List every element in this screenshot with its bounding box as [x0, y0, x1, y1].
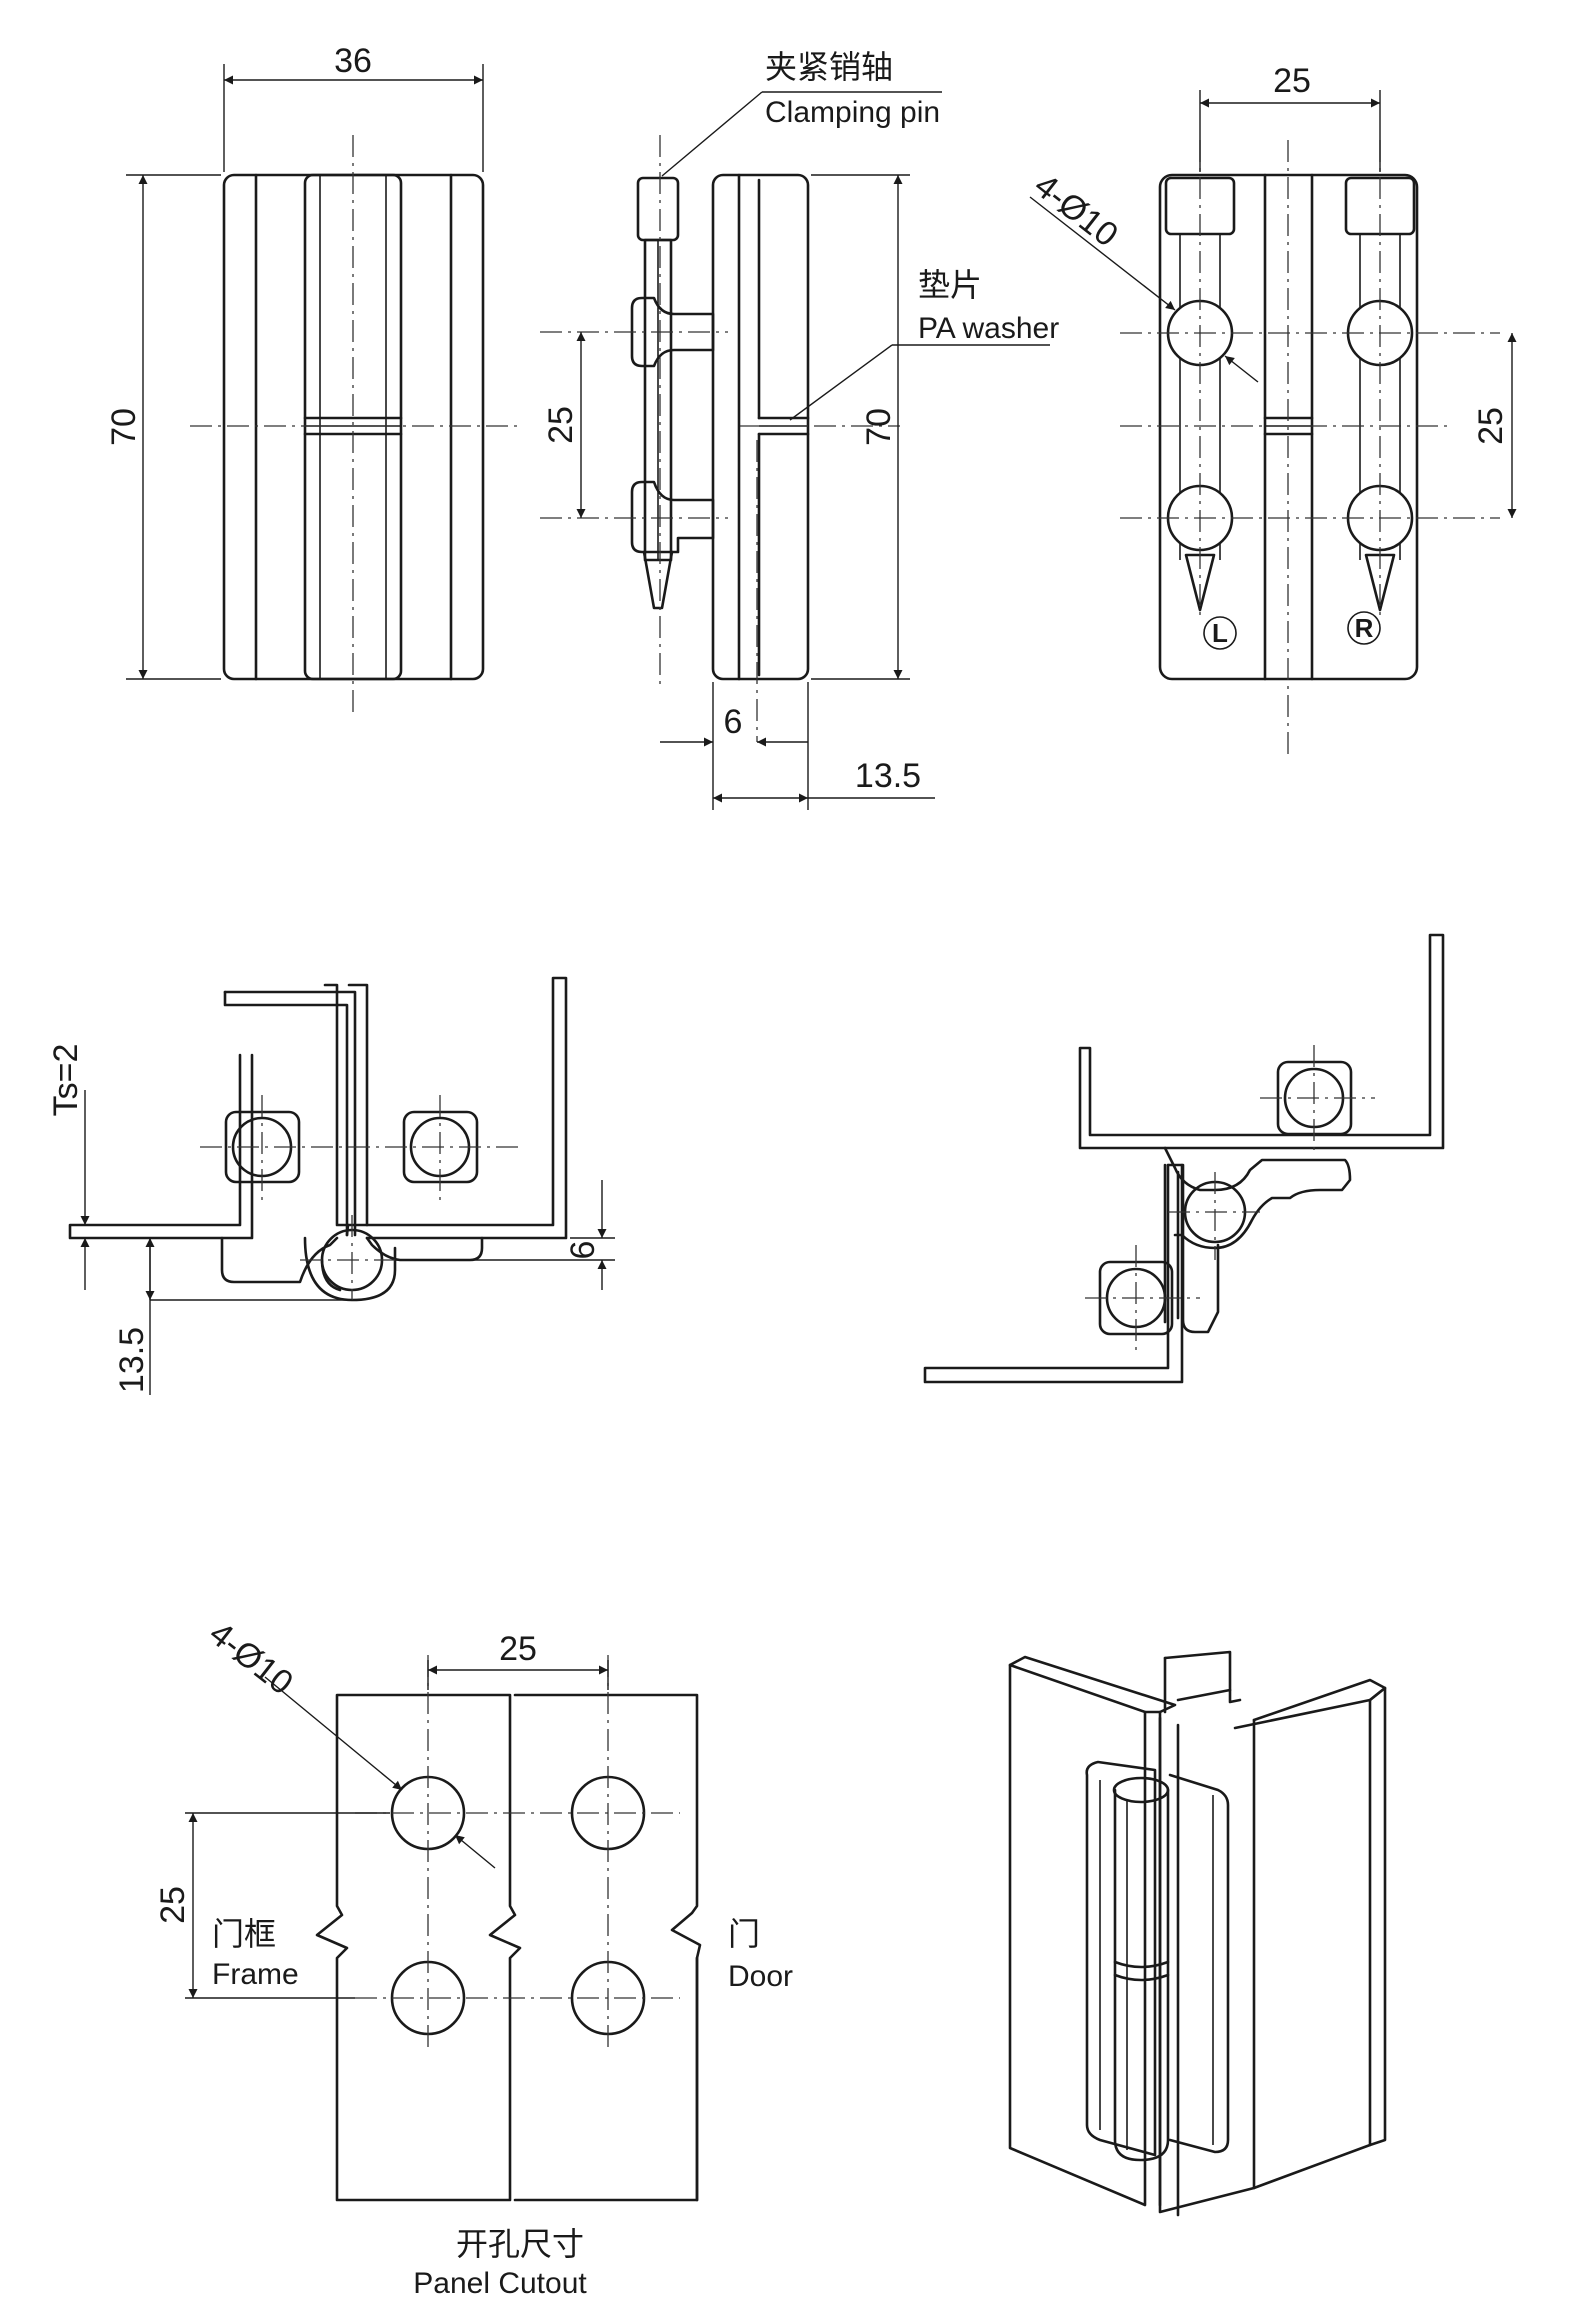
- section-13-5-label: 13.5: [113, 1327, 151, 1393]
- rear-v-spacing-label: 25: [1472, 407, 1510, 445]
- side-height-label: 70: [860, 408, 898, 446]
- cutout-title-en: Panel Cutout: [413, 2267, 587, 2298]
- door-en: Door: [728, 1960, 793, 1993]
- front-width-label: 36: [334, 42, 372, 80]
- panel-cutout: 25 25 4-Ø10 门框 Frame 门 Door 开孔尺寸 Panel C…: [154, 1614, 793, 2298]
- isometric-view: [1008, 1650, 1387, 2217]
- cutout-h-spacing-label: 25: [499, 1630, 537, 1668]
- rear-holes-label: 4-Ø10: [1027, 166, 1125, 254]
- side-pin-spacing-label: 25: [542, 406, 580, 444]
- section-view: Ts=2 13.5 6: [47, 976, 615, 1395]
- door-cn: 门: [728, 1915, 760, 1953]
- side-offset-6-label: 6: [724, 703, 743, 741]
- side-view: 25 70 6 13.5 夹紧销轴 Clamping pin 垫片 PA was…: [540, 48, 1059, 810]
- open-position-view: [923, 933, 1445, 1384]
- washer-en: PA washer: [918, 312, 1059, 345]
- rear-mark-right: R: [1355, 613, 1374, 643]
- side-offset-13-5-label: 13.5: [855, 757, 921, 795]
- clamping-pin-en: Clamping pin: [765, 96, 940, 129]
- cutout-title-cn: 开孔尺寸: [456, 2225, 584, 2263]
- front-height-label: 70: [105, 408, 143, 446]
- section-6-label: 6: [564, 1241, 602, 1260]
- section-thickness-label: Ts=2: [47, 1044, 85, 1117]
- front-view: 36 70: [105, 42, 518, 712]
- cutout-v-spacing-label: 25: [154, 1886, 192, 1924]
- clamping-pin-cn: 夹紧销轴: [765, 48, 893, 86]
- cutout-holes-label: 4-Ø10: [202, 1614, 300, 1702]
- washer-cn: 垫片: [918, 266, 982, 304]
- rear-mark-left: L: [1212, 618, 1228, 648]
- rear-h-spacing-label: 25: [1273, 62, 1311, 100]
- frame-cn: 门框: [212, 1915, 276, 1953]
- rear-view: L R 25 25 4-Ø10: [1027, 62, 1517, 755]
- frame-en: Frame: [212, 1958, 299, 1991]
